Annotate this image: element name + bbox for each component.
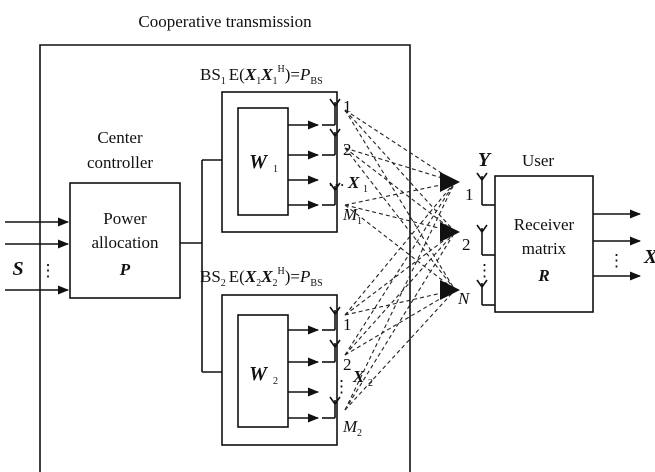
user-antenna-label-n: N <box>457 289 471 308</box>
w1-subscript: 1 <box>273 164 278 175</box>
bs2-antenna-2 <box>322 339 341 363</box>
channel-links <box>344 109 460 411</box>
bs1-antenna-1 <box>322 98 341 126</box>
bs2-antenna-m <box>322 396 341 419</box>
user-antenna-label-2: 2 <box>462 235 471 254</box>
input-symbol-s: S <box>12 258 23 280</box>
bs2-antenna-label-2: 2 <box>343 355 352 374</box>
center-controller-label-line2: controller <box>87 153 153 172</box>
bs2-antenna-label-m: M <box>342 417 358 436</box>
receiver-matrix-box <box>494 175 594 313</box>
receiver-line2: matrix <box>522 239 567 258</box>
receiver-symbol: R <box>537 266 549 285</box>
bs1-antenna-dots: … <box>328 171 345 190</box>
bs1-antenna-2 <box>322 128 341 156</box>
bs2-signal-x: X <box>352 367 365 386</box>
input-dots: ⋮ <box>40 261 57 280</box>
bs2-antenna-label-1: 1 <box>343 315 352 334</box>
w1-symbol: W <box>249 151 268 173</box>
w1-box <box>237 107 289 216</box>
user-antenna-2 <box>476 224 495 256</box>
user-antenna-1 <box>476 172 495 206</box>
bs2-signal-sub: 2 <box>368 378 373 389</box>
cooperative-transmission-frame <box>39 44 411 472</box>
output-symbol-x: X <box>643 246 655 268</box>
bs2-antenna-label-m-sub: 2 <box>357 428 362 439</box>
w2-box <box>237 314 289 428</box>
bs1-antenna-label-m-sub: 1 <box>357 216 362 227</box>
user-antenna-dots: ⋮ <box>476 261 493 280</box>
bs1-antenna-label-1: 1 <box>343 97 352 116</box>
user-label: User <box>522 151 554 170</box>
diagram-title: Cooperative transmission <box>138 12 312 31</box>
bs1-antenna-m <box>322 182 341 206</box>
output-dots: ⋮ <box>608 251 625 270</box>
user-y-symbol: Y <box>478 149 492 171</box>
bs1-signal-sub: 1 <box>363 184 368 195</box>
w2-symbol: W <box>249 363 268 385</box>
receiver-line1: Receiver <box>514 215 575 234</box>
bs2-antenna-1 <box>322 306 341 331</box>
w2-subscript: 2 <box>273 376 278 387</box>
power-allocation-line2: allocation <box>91 233 159 252</box>
user-antenna-n <box>476 279 495 306</box>
power-allocation-symbol: P <box>119 260 131 279</box>
center-controller-label-line1: Center <box>97 128 143 147</box>
bs2-antenna-dots: ⋮ <box>333 377 350 396</box>
bs1-signal-x: X <box>347 173 360 192</box>
user-antenna-label-1: 1 <box>465 185 474 204</box>
power-allocation-box <box>69 182 181 299</box>
power-allocation-line1: Power <box>103 209 147 228</box>
bs1-antenna-label-m: M <box>342 205 358 224</box>
